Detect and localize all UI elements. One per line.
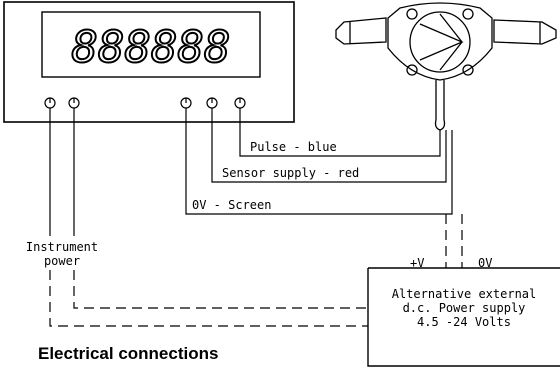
meter-display-digits: 888888 [72, 22, 231, 73]
instrument-power-line1: Instrument [25, 240, 99, 254]
terminal-instrument-power-2 [68, 97, 80, 109]
flow-sensor-rotor [419, 13, 464, 71]
meter-terminals [44, 97, 246, 109]
panel-meter: 888888 [3, 1, 295, 123]
terminal-instrument-power-1 [44, 97, 56, 109]
meter-display-window [41, 11, 261, 78]
power-supply-description: Alternative external d.c. Power supply 4… [368, 287, 560, 329]
flow-sensor-right-port [493, 19, 557, 45]
wire-0v-screen [185, 108, 453, 215]
terminal-0v-screen [180, 97, 192, 109]
flow-sensor [335, 2, 557, 131]
label-pulse-blue: Pulse - blue [250, 140, 337, 154]
flow-sensor-stem [435, 80, 445, 120]
instrument-power-label: Instrument power [6, 240, 118, 268]
diagram-caption: Electrical connections [38, 344, 219, 363]
dashed-wire-instrument-power-2 [73, 270, 368, 309]
flow-sensor-body [387, 2, 493, 81]
terminal-pulse [234, 97, 246, 109]
label-plus-v: +V [410, 256, 425, 270]
flow-sensor-rotor-housing [409, 11, 471, 73]
label-0v-screen: 0V - Screen [192, 198, 272, 212]
wire-pulse [239, 108, 441, 157]
terminal-sensor-supply [206, 97, 218, 109]
alternative-supply-wires [49, 214, 463, 327]
meter-housing [3, 1, 295, 123]
instrument-power-line2: power [43, 254, 81, 268]
power-supply-line1: Alternative external [391, 287, 537, 301]
power-supply-line2: d.c. Power supply [402, 301, 526, 315]
wire-sensor-supply [211, 108, 447, 183]
flow-sensor-cable-gland [434, 119, 446, 131]
power-supply-line3: 4.5 -24 Volts [417, 315, 511, 329]
flow-sensor-left-port [335, 17, 387, 45]
label-sensor-supply-red: Sensor supply - red [222, 166, 360, 180]
power-supply-box [367, 267, 560, 367]
signal-wires [49, 108, 453, 236]
dashed-wire-instrument-power-1 [49, 270, 368, 327]
label-zero-v: 0V [478, 256, 493, 270]
